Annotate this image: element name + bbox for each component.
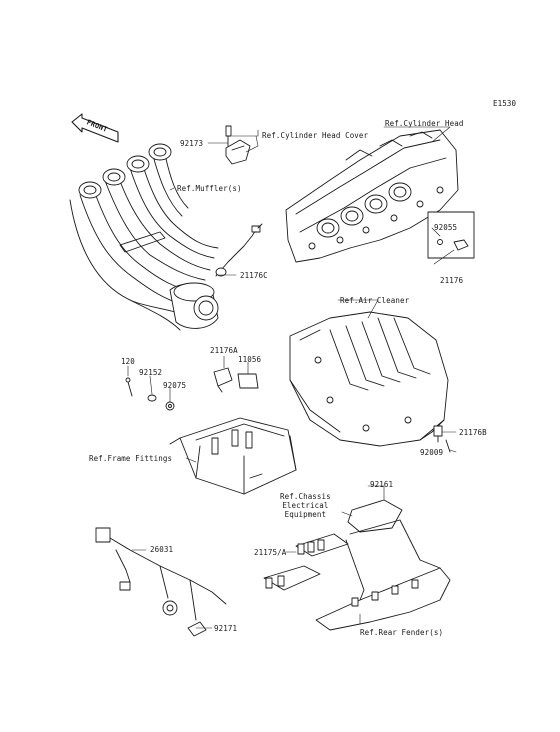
part-label-92055: 92055 <box>434 223 458 232</box>
part-label-92009: 92009 <box>420 448 444 457</box>
part-label-92075: 92075 <box>163 381 187 390</box>
part-label-21176c: 21176C <box>240 271 268 280</box>
part-label-120: 120 <box>121 357 135 366</box>
part-label-92173: 92173 <box>180 139 204 148</box>
part-label-92171: 92171 <box>214 624 238 633</box>
sensor-bracket-parts <box>125 367 259 411</box>
ref-cylinder-head-label: Ref.Cylinder Head <box>385 119 464 128</box>
cylinder-head <box>285 129 459 263</box>
wiring-harness <box>95 527 227 637</box>
frame-fitting-tray <box>169 417 297 495</box>
part-label-26031: 26031 <box>150 545 174 554</box>
exhaust-header-pipes <box>69 143 219 331</box>
part-label-21176a: 21176A <box>210 346 238 355</box>
ref-frame-fittings-label: Ref.Frame Fittings <box>89 454 173 463</box>
sensor-detail-box <box>427 211 475 259</box>
ref-cylinder-head-cover-label: Ref.Cylinder Head Cover <box>262 131 369 140</box>
part-label-11056: 11056 <box>238 355 262 364</box>
part-label-92161: 92161 <box>370 480 394 489</box>
ecu-modules <box>263 499 403 591</box>
figure-code-label: E1530 <box>493 99 517 108</box>
part-label-92152: 92152 <box>139 368 163 377</box>
ref-chassis-electrical-label: Ref.Chassis Electrical Equipment <box>280 492 331 519</box>
front-arrow-icon <box>71 113 119 143</box>
oxygen-sensor-21176c <box>215 223 263 277</box>
ref-mufflers-label: Ref.Muffler(s) <box>177 184 242 193</box>
rear-fender <box>315 519 451 631</box>
part-label-21175a: 21175/A <box>254 548 287 557</box>
part-label-21176b: 21176B <box>459 428 487 437</box>
ref-rear-fender-label: Ref.Rear Fender(s) <box>360 628 444 637</box>
leader-lines <box>127 126 457 629</box>
sensor-21176b <box>433 425 451 453</box>
part-label-21176: 21176 <box>440 276 464 285</box>
head-cover-sensor <box>225 125 251 165</box>
ref-air-cleaner-label: Ref.Air Cleaner <box>340 296 410 305</box>
air-cleaner-housing <box>289 311 449 447</box>
